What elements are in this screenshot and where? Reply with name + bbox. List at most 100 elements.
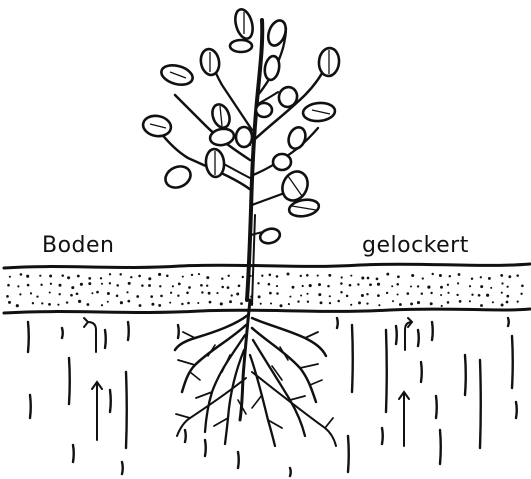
soil-dot [441, 305, 443, 307]
soil-dot [508, 275, 511, 278]
soil-dot [200, 284, 203, 287]
soil-dot [421, 292, 423, 294]
soil-dot [292, 286, 295, 289]
soil-dot [127, 300, 130, 303]
soil-dot [198, 273, 200, 275]
soil-dot [361, 294, 364, 297]
soil-dot [206, 276, 209, 279]
soil-dot [242, 276, 244, 278]
soil-dot [300, 294, 302, 296]
soil-dot [150, 295, 153, 298]
soil-dot [238, 284, 241, 287]
soil-dot [309, 284, 312, 287]
soil-dot [138, 275, 141, 278]
soil-dot [399, 303, 402, 306]
soil-dot [7, 284, 10, 287]
soil-crack [62, 328, 63, 338]
soil-dot [506, 301, 509, 304]
soil-dot [209, 301, 212, 304]
soil-dot [178, 283, 181, 286]
soil-dot [521, 284, 524, 287]
soil-dot [449, 275, 451, 277]
soil-dot [128, 282, 131, 285]
soil-dot [407, 292, 410, 295]
arrow-right-upper [405, 318, 412, 350]
plant-roots [175, 300, 336, 446]
soil-dot [377, 294, 380, 297]
soil-dot [61, 274, 64, 277]
soil-dot [136, 295, 139, 298]
soil-dot [240, 302, 243, 305]
arrow-right-lower [399, 392, 409, 446]
soil-dot [329, 295, 331, 297]
soil-dot [236, 293, 239, 296]
soil-dot [432, 273, 434, 275]
soil-top-line [4, 264, 530, 268]
soil-dot [391, 285, 393, 287]
soil-dot [410, 285, 412, 287]
soil-dot [411, 274, 414, 277]
soil-dot [20, 273, 23, 276]
soil-dot [501, 304, 504, 307]
soil-dot [471, 278, 473, 280]
soil-dot [172, 285, 174, 287]
soil-dot [78, 300, 81, 303]
soil-dot [439, 274, 442, 277]
soil-dot [430, 292, 432, 294]
soil-dot [276, 285, 278, 287]
soil-dot [276, 275, 279, 278]
soil-dot [191, 274, 193, 276]
soil-dot [490, 287, 492, 289]
soil-dot [158, 304, 161, 307]
soil-dot [328, 274, 331, 277]
soil-dot [160, 295, 163, 298]
soil-dot [417, 301, 420, 304]
soil-dot [59, 284, 62, 287]
soil-dot [36, 295, 38, 297]
soil-dot [297, 300, 299, 302]
soil-crack [440, 430, 441, 464]
soil-dot [101, 283, 103, 285]
soil-dot [201, 291, 203, 293]
soil-dot [257, 282, 259, 284]
soil-dot [169, 302, 171, 304]
soil-dot [187, 302, 190, 305]
label-boden: Boden [42, 233, 115, 258]
soil-dot [86, 303, 89, 306]
soil-dot [59, 293, 61, 295]
arrow-left-upper [84, 318, 96, 352]
soil-dot [458, 273, 461, 276]
soil-dot [289, 296, 291, 298]
soil-dot [307, 301, 309, 303]
soil-dot [120, 301, 123, 304]
soil-dot [270, 302, 272, 304]
soil-dot [516, 274, 519, 277]
soil-dot [457, 282, 459, 284]
soil-dot [327, 285, 330, 288]
soil-dot [96, 291, 99, 294]
soil-dot [88, 277, 91, 280]
soil-dot [386, 273, 389, 276]
soil-dot [480, 285, 483, 288]
soil-dot [27, 284, 30, 287]
soil-dot [158, 273, 161, 276]
soil-crack [480, 360, 481, 448]
soil-dot [520, 293, 522, 295]
soil-crack [30, 395, 31, 418]
soil-dot [91, 292, 93, 294]
soil-dot [40, 284, 42, 286]
soil-dot [302, 285, 304, 287]
soil-dot [366, 293, 368, 295]
upward-arrows [84, 318, 412, 446]
soil-dot [228, 275, 230, 277]
soil-dot [119, 273, 121, 275]
soil-crack [508, 318, 509, 326]
soil-crack [348, 436, 349, 472]
soil-dot [260, 303, 262, 305]
subsoil-cracks [28, 318, 517, 476]
soil-dot [447, 284, 449, 286]
soil-dot [369, 283, 372, 286]
soil-dot [492, 301, 494, 303]
soil-dot [397, 293, 399, 295]
soil-dot [109, 282, 111, 284]
